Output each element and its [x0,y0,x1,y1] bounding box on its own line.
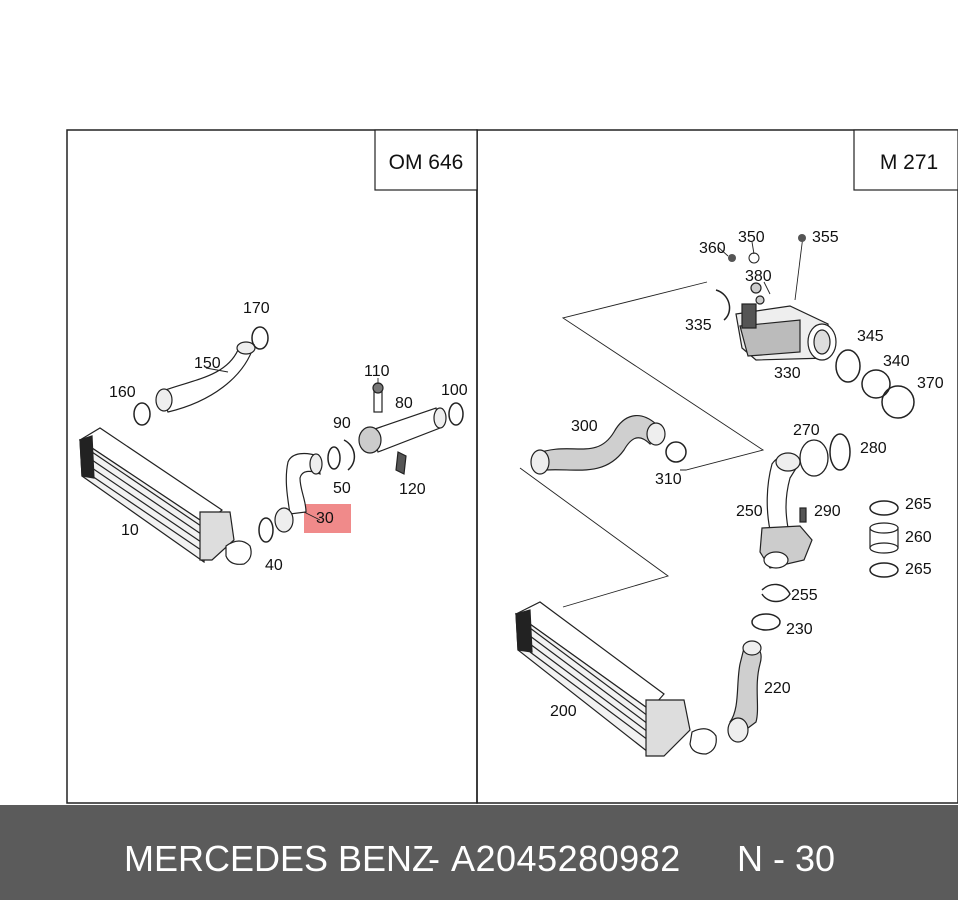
leaders-right [519,235,804,608]
intercooler-200 [514,601,717,757]
callouts-left: 170 150 160 110 80 100 90 50 120 30 10 4… [109,300,468,574]
sleeve-270 [799,439,829,477]
callouts-right: 360 350 355 380 335 345 340 370 330 300 … [550,229,944,720]
intake-housing-330 [735,282,837,361]
ring-230 [751,613,781,631]
coupling-340 [861,369,891,399]
hose-30 [274,452,323,533]
callout-345: 345 [857,328,884,345]
intercooler-10 [78,427,252,565]
callout-200: 200 [550,703,577,720]
sleeve-260 [869,522,899,554]
part-number: A2045280982 [451,838,681,879]
ring-50 [327,446,341,470]
ring-170 [251,326,269,350]
engine-label-left: OM 646 [389,151,464,174]
callout-270: 270 [793,422,820,439]
clip-255 [761,583,791,603]
hose-300 [530,415,666,475]
diagram-reference: N - 30 [737,838,836,879]
callout-280: 280 [860,440,887,457]
callout-310: 310 [655,471,682,488]
callout-260: 260 [905,529,932,546]
callout-360: 360 [699,240,726,257]
callout-220: 220 [764,680,791,697]
parts-diagram: OM 646 M 271 [66,129,958,804]
engine-label-right: M 271 [880,151,938,174]
ring-310 [665,441,687,463]
callout-50: 50 [333,480,351,497]
hose-150 [155,341,256,413]
engine-box-right [853,129,958,191]
panel-right-frame [476,129,958,804]
callout-255: 255 [791,587,818,604]
callout-10: 10 [121,522,139,539]
callout-300: 300 [571,418,598,435]
callout-150: 150 [194,355,221,372]
bolt-360 [728,254,736,262]
callout-330: 330 [774,365,801,382]
callout-350: 350 [738,229,765,246]
ring-100 [448,402,464,426]
pipe-250 [759,452,813,569]
callout-100: 100 [441,382,468,399]
callout-170: 170 [243,300,270,317]
separator: - [428,838,440,879]
clamp-370 [881,385,915,419]
clip-90 [343,439,356,471]
callout-40: 40 [265,557,283,574]
callout-250: 250 [736,503,763,520]
callout-355: 355 [812,229,839,246]
callout-90: 90 [333,415,351,432]
callout-110: 110 [364,363,390,380]
clamp-265-upper [869,500,899,516]
callout-265-upper: 265 [905,496,932,513]
callout-265-lower: 265 [905,561,932,578]
clamp-265-lower [869,562,899,578]
highlight-box [304,504,351,533]
brand-name: MERCEDES BENZ [124,838,435,879]
callout-160: 160 [109,384,136,401]
callout-370: 370 [917,375,944,392]
callout-380: 380 [745,268,772,285]
leaders-left [205,367,379,521]
pipe-80 [358,382,447,475]
callout-290: 290 [814,503,841,520]
ring-40 [258,517,274,543]
callout-80: 80 [395,395,413,412]
ring-345 [835,349,861,383]
ring-160 [133,402,151,426]
washer-350 [748,252,760,264]
clip-335 [715,289,731,321]
callout-120: 120 [399,481,426,498]
footer-bar: MERCEDES BENZ - A2045280982 N - 30 [0,805,958,900]
hose-220 [727,640,762,743]
bolt-355 [798,234,806,242]
clamp-280 [829,433,851,471]
callout-230: 230 [786,621,813,638]
engine-box-left [374,129,478,191]
callout-30: 30 [316,510,334,527]
callout-335: 335 [685,317,712,334]
callout-340: 340 [883,353,910,370]
